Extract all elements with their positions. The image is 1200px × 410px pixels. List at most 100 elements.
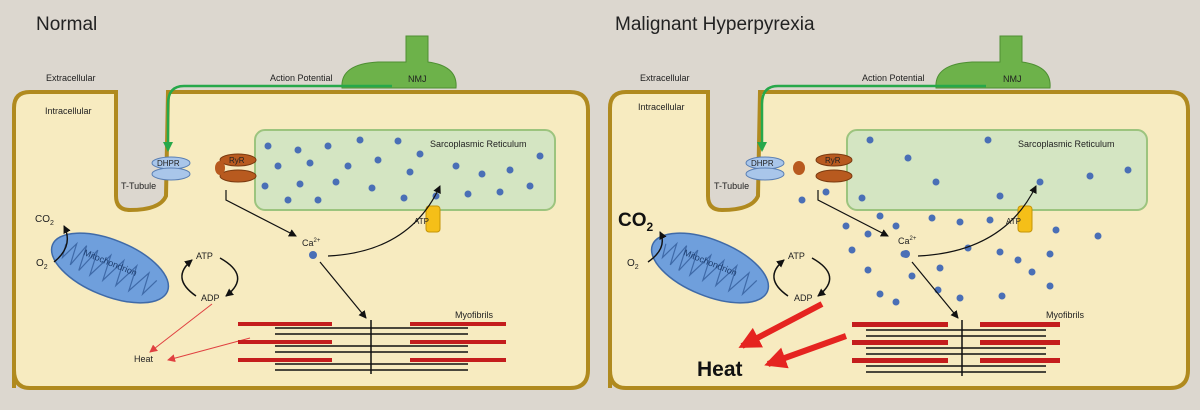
myofibril-red-filament xyxy=(410,358,506,362)
mitochondrion-cristae xyxy=(661,241,758,297)
t-tubule-label: T-Tubule xyxy=(714,181,749,191)
nmj-label: NMJ xyxy=(408,74,427,84)
sarcoplasmic-reticulum xyxy=(254,129,556,211)
calcium-ion xyxy=(928,214,936,222)
calcium-ion xyxy=(1028,268,1036,276)
atp-label: ATP xyxy=(788,251,805,261)
o2-co2-arrow xyxy=(647,231,667,263)
calcium-ion xyxy=(496,188,504,196)
calcium-ion xyxy=(356,136,364,144)
sr-calcium xyxy=(261,136,544,204)
calcium-ion xyxy=(986,216,994,224)
co2-label: CO2 xyxy=(35,214,54,227)
panel-title: Malignant Hyperpyrexia xyxy=(615,14,815,35)
calcium-ion xyxy=(858,194,866,202)
ryr-receptor xyxy=(815,153,853,167)
calcium-ion xyxy=(394,137,402,145)
calcium-ion xyxy=(264,142,272,150)
calcium-ion xyxy=(406,168,414,176)
calcium-ion xyxy=(798,196,806,204)
ryr-receptor xyxy=(219,153,257,167)
myofibrils-label: Myofibrils xyxy=(1046,310,1085,320)
myofibril-red-filament xyxy=(238,340,332,344)
myofibril-red-filament xyxy=(410,340,506,344)
calcium-ion xyxy=(1014,256,1022,264)
atp-adp-cycle-right xyxy=(219,257,239,297)
t-tubule-label: T-Tubule xyxy=(121,181,156,191)
calcium-ion xyxy=(864,230,872,238)
calcium-ion xyxy=(274,162,282,170)
myofibril-red-filament xyxy=(238,358,332,362)
ryr-receptor-lower xyxy=(815,169,853,183)
ryr-foot xyxy=(793,161,805,175)
ca-to-myofibril-arrow xyxy=(911,261,959,319)
calcium-ion xyxy=(1052,226,1060,234)
o2-label: O2 xyxy=(627,258,639,271)
calcium-ion xyxy=(892,298,900,306)
calcium-ion xyxy=(296,180,304,188)
action-potential-arrow xyxy=(757,84,986,152)
atp-adp-cycle-left xyxy=(773,259,789,297)
myofibril-red-filament xyxy=(238,322,332,326)
heat-arrow xyxy=(764,333,848,369)
intracellular-label: Intracellular xyxy=(638,102,685,112)
calcium-ion xyxy=(526,182,534,190)
ryr-foot xyxy=(215,161,225,175)
calcium-ion xyxy=(984,136,992,144)
ca-to-myofibril-arrow xyxy=(319,261,367,319)
sarcoplasmic-reticulum xyxy=(846,129,1148,211)
action-potential-label: Action Potential xyxy=(862,73,925,83)
heat-arrow xyxy=(167,337,251,363)
calcium-ion xyxy=(876,212,884,220)
calcium-ion xyxy=(932,178,940,186)
heat-arrow xyxy=(738,301,824,349)
calcium-ion xyxy=(892,222,900,230)
heat-label: Heat xyxy=(697,358,743,381)
panel-malignant-hyperpyrexia: Malignant Hyperpyrexia Extracellular Int… xyxy=(608,14,1190,390)
calcium-ions xyxy=(798,136,1132,306)
heat-arrow xyxy=(149,303,213,353)
atp-pump-label: ATP xyxy=(1006,217,1021,226)
calcium-ion xyxy=(374,156,382,164)
calcium-ion xyxy=(332,178,340,186)
calcium-ion xyxy=(842,222,850,230)
calcium-ion xyxy=(1124,166,1132,174)
myofibrils xyxy=(852,320,1060,376)
nmj-label: NMJ xyxy=(1003,74,1022,84)
o2-label: O2 xyxy=(36,258,48,271)
action-potential-label: Action Potential xyxy=(270,73,333,83)
myofibril-red-filament xyxy=(980,358,1060,363)
nmj-shape xyxy=(935,35,1051,89)
ca-label: Ca2+ xyxy=(898,236,917,246)
o2-co2-arrow xyxy=(53,225,71,263)
calcium-ion xyxy=(822,188,830,196)
calcium-ion xyxy=(936,264,944,272)
atp-adp-cycle-left xyxy=(181,259,197,297)
myofibril-red-filament xyxy=(852,322,948,327)
dhpr-receptor-lower xyxy=(151,167,191,181)
ryr-label: RyR xyxy=(825,156,841,165)
calcium-ion xyxy=(284,196,292,204)
calcium-ion xyxy=(956,294,964,302)
extracellular-label: Extracellular xyxy=(640,73,690,83)
calcium-ion xyxy=(956,218,964,226)
mitochondrion xyxy=(650,232,770,304)
mitochondrion-body xyxy=(50,232,170,304)
adp-label: ADP xyxy=(201,293,220,303)
calcium-ion xyxy=(368,184,376,192)
atp-pump xyxy=(1017,205,1033,233)
calcium-ion xyxy=(1046,282,1054,290)
calcium-ion xyxy=(1036,178,1044,186)
nmj-shape xyxy=(341,35,457,89)
myofibril-red-filament xyxy=(852,340,948,345)
mitochondrion-cristae xyxy=(61,241,158,297)
calcium-ion xyxy=(908,272,916,280)
calcium-ion xyxy=(902,250,910,258)
dhpr-receptor-lower xyxy=(745,167,785,181)
adp-label: ADP xyxy=(794,293,813,303)
heat-label: Heat xyxy=(134,354,154,364)
ca-to-sr-arrow xyxy=(917,185,1037,257)
calcium-ion xyxy=(848,246,856,254)
extracellular-label: Extracellular xyxy=(46,73,96,83)
